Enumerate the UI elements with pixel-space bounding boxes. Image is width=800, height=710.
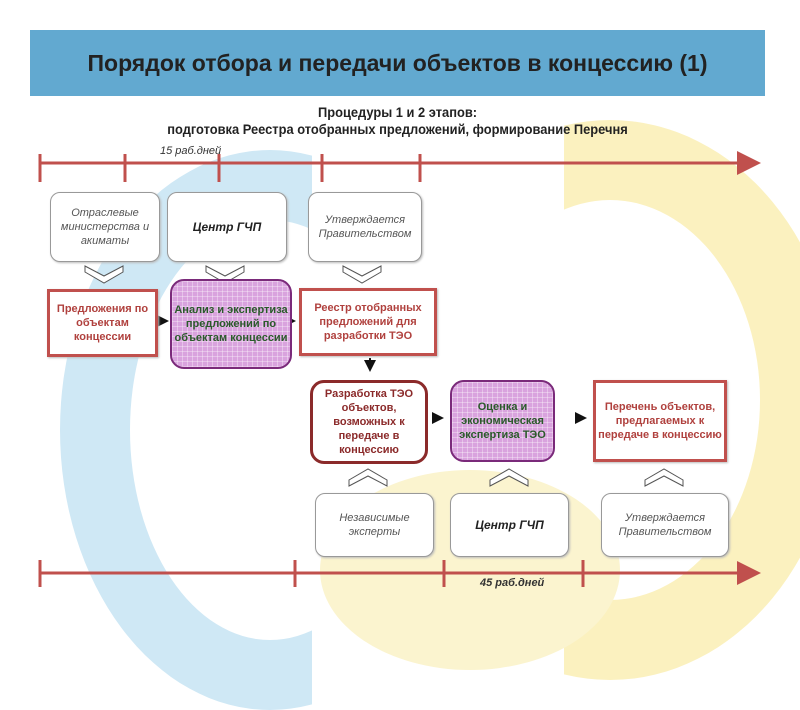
flow-arrows xyxy=(157,315,587,424)
subtitle-line1: Процедуры 1 и 2 этапов: xyxy=(317,104,478,120)
timeline-top xyxy=(38,151,761,182)
actor-box: Утверждается Правительством xyxy=(308,192,422,262)
expertise-box: Оценка и экономическая экспертиза ТЭО xyxy=(450,380,555,462)
process-box: Предложения по объектам концессии xyxy=(47,289,158,357)
actor-box: Центр ГЧП xyxy=(167,192,287,262)
duration-label: 15 раб.дней xyxy=(160,145,222,157)
title-bar: Порядок отбора и передачи объектов в кон… xyxy=(30,30,765,96)
expertise-box: Анализ и экспертиза предложений по объек… xyxy=(170,279,292,369)
process-box: Разработка ТЭО объектов, возможных к пер… xyxy=(310,380,428,464)
duration-label: 45 раб.дней xyxy=(480,577,545,589)
subtitle-line2: подготовка Реестра отобранных предложени… xyxy=(167,121,628,137)
process-box: Реестр отобранных предложений для разраб… xyxy=(299,288,437,356)
actor-box: Отраслевые министерства и акиматы xyxy=(50,192,160,262)
connectors xyxy=(38,151,761,587)
actor-box: Утверждается Правительством xyxy=(601,493,729,557)
slide-title: Порядок отбора и передачи объектов в кон… xyxy=(87,49,708,76)
timeline-bottom xyxy=(38,560,761,587)
chevrons-up xyxy=(348,468,684,487)
subtitle: Процедуры 1 и 2 этапов:подготовка Реестр… xyxy=(59,104,735,138)
actor-box: Центр ГЧП xyxy=(450,493,569,557)
process-box: Перечень объектов, предлагаемых к переда… xyxy=(593,380,727,462)
actor-box: Независимые эксперты xyxy=(315,493,434,557)
